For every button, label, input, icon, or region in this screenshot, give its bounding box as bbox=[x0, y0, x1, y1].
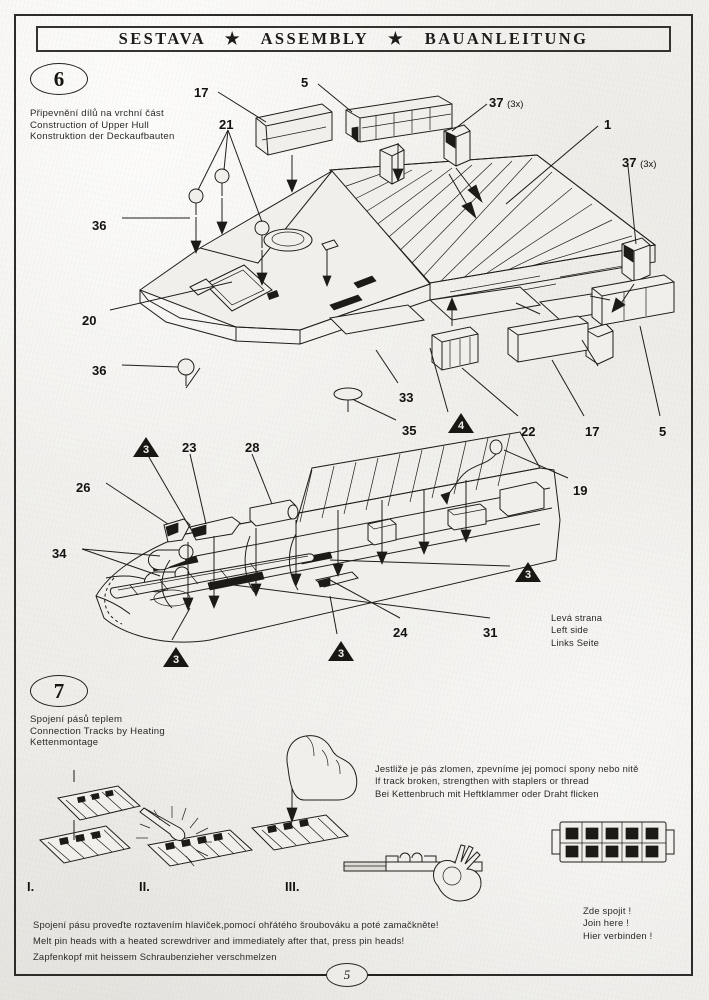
callout-35: 35 bbox=[402, 423, 417, 438]
callout-1: 1 bbox=[604, 117, 612, 132]
step-7-caption: Spojení pásů teplem Connection Tracks by… bbox=[30, 714, 165, 749]
roman-numeral-1: I. bbox=[27, 879, 35, 894]
callout-20: 20 bbox=[82, 313, 97, 328]
page-number-badge: 5 bbox=[326, 963, 368, 987]
callout-23: 23 bbox=[182, 440, 197, 455]
roman-numeral-3: III. bbox=[285, 879, 300, 894]
callout-26: 26 bbox=[76, 480, 91, 495]
step-7-bottom-note: Spojení pásu proveďte roztavením hlaviče… bbox=[33, 919, 439, 962]
callout-22: 22 bbox=[521, 424, 536, 439]
broken-track-note: Jestliže je pás zlomen, zpevníme jej pom… bbox=[375, 763, 639, 799]
callout-5-lower: 5 bbox=[659, 424, 667, 439]
callout-28: 28 bbox=[245, 440, 260, 455]
page-number: 5 bbox=[343, 967, 351, 982]
callout-17-lower: 17 bbox=[585, 424, 600, 439]
roman-numeral-2: II. bbox=[139, 879, 150, 894]
callout-36-upper: 36 bbox=[92, 218, 107, 233]
callout-19: 19 bbox=[573, 483, 588, 498]
step-badge-6: 6 bbox=[30, 63, 88, 95]
header-title-box: SESTAVA ★ ASSEMBLY ★ BAUANLEITUNG bbox=[36, 26, 671, 52]
callout-21: 21 bbox=[219, 117, 234, 132]
callout-37-right: 37 (3x) bbox=[622, 155, 657, 170]
callout-34: 34 bbox=[52, 546, 67, 561]
callout-36-lower: 36 bbox=[92, 363, 107, 378]
callout-24: 24 bbox=[393, 625, 408, 640]
header-title: SESTAVA ★ ASSEMBLY ★ BAUANLEITUNG bbox=[118, 29, 589, 48]
left-side-note: Levá strana Left side Links Seite bbox=[551, 612, 603, 648]
callout-31: 31 bbox=[483, 625, 498, 640]
page-border bbox=[14, 14, 693, 976]
step-badge-7: 7 bbox=[30, 675, 88, 707]
callout-33: 33 bbox=[399, 390, 414, 405]
callout-37-upper: 37 (3x) bbox=[489, 95, 524, 110]
callout-5-upper: 5 bbox=[301, 75, 309, 90]
join-here-note: Zde spojit ! Join here ! Hier verbinden … bbox=[583, 905, 653, 941]
step-6-caption: Připevnění dílů na vrchní část Construct… bbox=[30, 108, 175, 143]
callout-17-upper: 17 bbox=[194, 85, 209, 100]
